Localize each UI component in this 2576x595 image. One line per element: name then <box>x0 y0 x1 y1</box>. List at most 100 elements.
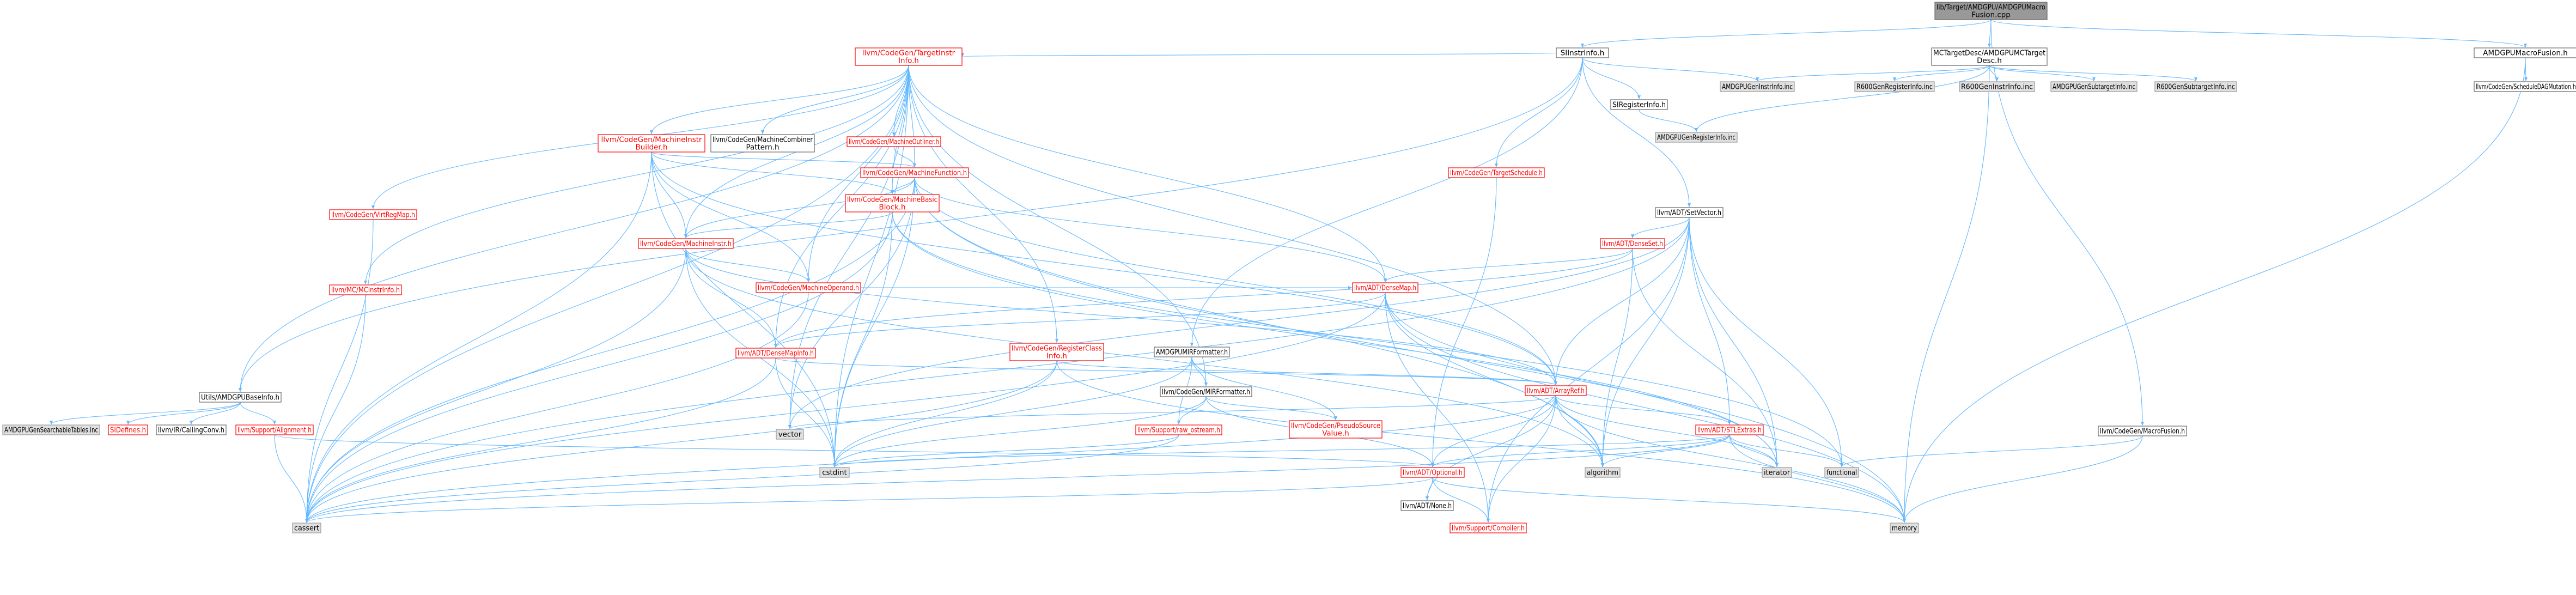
node-label: llvm/ADT/SetVector.h <box>1657 209 1721 217</box>
node-label: memory <box>1892 525 1917 533</box>
edge-mctargetdesc-to-gen_instrinfo <box>1756 65 1990 82</box>
node-gen_instrinfo: AMDGPUGenInstrInfo.inc <box>1720 81 1795 92</box>
node-denseset[interactable]: llvm/ADT/DenseSet.h <box>1600 238 1665 249</box>
node-none[interactable]: llvm/ADT/None.h <box>1400 500 1454 511</box>
edge-cg_macrofusion-to-memory <box>1902 435 2143 523</box>
node-box <box>1160 386 1252 397</box>
node-box <box>1289 420 1383 439</box>
node-memory: memory <box>1890 523 1919 533</box>
edge-densemap-to-iterator <box>1385 292 1779 467</box>
node-utils_baseinfo[interactable]: Utils/AMDGPUBaseInfo.h <box>199 392 282 403</box>
node-sdagmutation[interactable]: llvm/CodeGen/ScheduleDAGMutation.h <box>2474 81 2576 92</box>
node-label: lib/Target/AMDGPU/AMDGPUMacro <box>1936 4 2045 12</box>
edge-targetinstrinfo-to-densemapinfo <box>774 65 909 348</box>
node-optional[interactable]: llvm/ADT/Optional.h <box>1400 467 1465 478</box>
node-root[interactable]: lib/Target/AMDGPU/AMDGPUMacroFusion.cpp <box>1934 2 2048 20</box>
node-vregmap[interactable]: llvm/CodeGen/VirtRegMap.h <box>329 209 417 220</box>
edge-machinefunction-to-algorithm <box>914 177 1605 467</box>
node-box <box>1525 385 1587 396</box>
node-sidefines[interactable]: SIDefines.h <box>108 424 148 435</box>
node-stlextras[interactable]: llvm/ADT/STLExtras.h <box>1695 424 1764 435</box>
edge-arrayref-to-stlextras <box>1555 395 1731 425</box>
node-box <box>1585 467 1621 478</box>
edge-root-to-cg_macrofusion <box>1990 19 2145 426</box>
node-r600_reginfo: R600GenRegisterInfo.inc <box>1854 81 1935 92</box>
edge-machineinstr-to-arrayref <box>685 248 1557 386</box>
edge-mi_builder-to-cassert <box>305 151 652 523</box>
edge-targetinstrinfo-to-arrayref <box>908 65 1558 386</box>
edge-denseset-to-algorithm <box>1600 248 1633 467</box>
node-siregisterinfo[interactable]: SIRegisterInfo.h <box>1610 99 1668 110</box>
node-mirformatter[interactable]: llvm/CodeGen/MIRFormatter.h <box>1160 386 1252 397</box>
node-callingconv[interactable]: llvm/IR/CallingConv.h <box>156 424 227 435</box>
node-box <box>1135 424 1222 435</box>
node-label: llvm/CodeGen/MachineFunction.h <box>862 169 967 178</box>
node-mcinstrinfo[interactable]: llvm/MC/MCInstrInfo.h <box>329 284 402 295</box>
node-cg_macrofusion[interactable]: llvm/CodeGen/MacroFusion.h <box>2098 426 2187 436</box>
node-box <box>1720 81 1795 92</box>
edge-setvector-to-denseset <box>1630 217 1690 239</box>
node-gen_subtarget: AMDGPUGenSubtargetInfo.inc <box>2050 81 2137 92</box>
node-densemapinfo[interactable]: llvm/ADT/DenseMapInfo.h <box>735 348 816 359</box>
node-cassert: cassert <box>292 523 321 533</box>
node-amdgpumir[interactable]: AMDGPUMIRFormatter.h <box>1154 347 1230 357</box>
node-compiler[interactable]: llvm/Support/Compiler.h <box>1450 523 1527 533</box>
edge-densemapinfo-to-cassert <box>305 357 776 523</box>
node-raw_ostream[interactable]: llvm/Support/raw_ostream.h <box>1135 424 1222 435</box>
node-targetschedule[interactable]: llvm/CodeGen/TargetSchedule.h <box>1448 167 1545 178</box>
node-iterator: iterator <box>1762 467 1792 478</box>
edge-mctargetdesc-to-memory <box>1902 65 1990 523</box>
node-amdgpumacrofusion[interactable]: AMDGPUMacroFusion.h <box>2474 47 2576 58</box>
edge-utils_baseinfo-to-searchable <box>50 402 241 425</box>
node-label: Pattern.h <box>746 144 780 152</box>
node-box <box>1009 343 1104 361</box>
node-label: llvm/Support/Compiler.h <box>1452 525 1525 533</box>
edge-arrayref-to-memory <box>1555 395 1907 523</box>
node-machineinstr[interactable]: llvm/CodeGen/MachineInstr.h <box>638 238 734 249</box>
node-box <box>735 348 816 359</box>
edge-targetinstrinfo-to-combiner_pattern <box>760 65 909 135</box>
edge-siinstrinfo-to-targetinstrinfo <box>962 52 1557 57</box>
node-label: Info.h <box>898 57 919 65</box>
edge-regclassinfo-to-arrayref <box>1056 360 1557 386</box>
edge-arrayref-to-vector <box>788 395 1556 429</box>
edge-siinstrinfo-to-amdgpumir <box>1190 57 1583 347</box>
node-machineoperand[interactable]: llvm/CodeGen/MachineOperand.h <box>756 282 861 293</box>
node-label: llvm/ADT/None.h <box>1403 502 1452 511</box>
edge-targetinstrinfo-to-mirformatter <box>908 65 1208 387</box>
edge-machinefunction-to-vector <box>788 177 915 429</box>
edge-mi_builder-to-machineinstr <box>651 151 688 239</box>
node-box <box>1695 424 1764 435</box>
node-outliner[interactable]: llvm/CodeGen/MachineOutliner.h <box>847 136 941 147</box>
node-label: AMDGPUGenRegisterInfo.inc <box>1657 134 1735 142</box>
node-label: llvm/MC/MCInstrInfo.h <box>331 287 400 295</box>
node-arrayref[interactable]: llvm/ADT/ArrayRef.h <box>1525 385 1587 396</box>
edge-alignment-to-optional <box>274 434 1434 467</box>
node-box <box>1934 2 2048 20</box>
edge-targetschedule-to-optional <box>1430 177 1497 467</box>
node-siinstrinfo[interactable]: SIInstrInfo.h <box>1556 47 1609 58</box>
edge-root-to-amdgpumacrofusion <box>1990 19 2527 48</box>
edge-stlextras-to-memory <box>1729 434 1907 523</box>
edge-mctargetdesc-to-gen_reginfo <box>1694 65 1990 132</box>
edge-raw_ostream-to-cassert <box>305 434 1179 523</box>
node-machinefunction[interactable]: llvm/CodeGen/MachineFunction.h <box>860 167 969 178</box>
node-setvector[interactable]: llvm/ADT/SetVector.h <box>1655 207 1724 218</box>
edge-mctargetdesc-to-gen_subtarget <box>1989 65 2096 82</box>
node-box <box>710 134 815 153</box>
node-label: R600GenSubtargetInfo.inc <box>2157 83 2235 92</box>
node-label: iterator <box>1764 469 1790 477</box>
node-box <box>756 282 861 293</box>
node-alignment[interactable]: llvm/Support/Alignment.h <box>235 424 314 435</box>
node-searchable: AMDGPUGenSearchableTables.inc <box>2 424 100 435</box>
node-label: Fusion.cpp <box>1971 11 2010 20</box>
edge-targetinstrinfo-to-cstdint <box>832 65 909 467</box>
node-densemap[interactable]: llvm/ADT/DenseMap.h <box>1352 282 1418 293</box>
